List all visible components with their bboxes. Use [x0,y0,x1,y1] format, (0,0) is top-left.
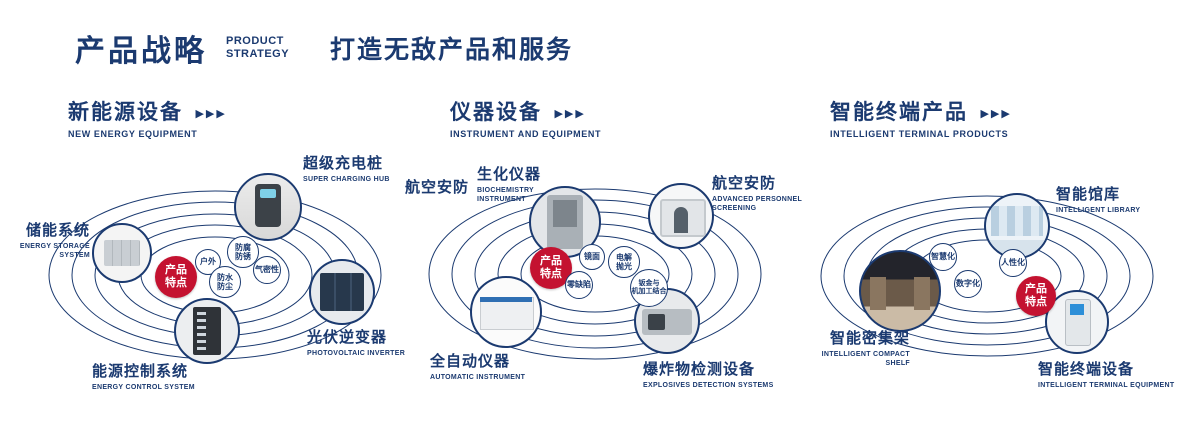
triple-arrow-icon: ▶▶▶ [554,108,586,120]
section-instruments-header: 仪器设备 ▶▶▶ INSTRUMENT AND EQUIPMENT [450,96,601,139]
product-image-energy-storage-system [92,223,152,283]
feature-bubble-electropolishing: 电解 抛光 [608,246,640,278]
product-label-biochemistry-instrument: 生化仪器 BIOCHEMISTRY INSTRUMENT [477,166,542,204]
section-intelligent-title: 智能终端产品 [830,101,968,124]
feature-bubble-mirror-finish: 镜面 [579,244,605,270]
feature-bubble-waterproof-dustproof: 防水 防尘 [209,266,241,298]
product-label-energy-storage-system: 储能系统 ENERGY STORAGE SYSTEM [19,222,90,260]
section-new-energy-title: 新能源设备 [68,101,183,124]
side-label-aviation-security: 航空安防 [405,179,470,196]
page-title-english: PRODUCT STRATEGY [226,35,289,60]
product-image-photovoltaic-inverter [309,259,375,325]
product-label-explosives-detection: 爆炸物检测设备 EXPLOSIVES DETECTION SYSTEMS [643,361,774,389]
triple-arrow-icon: ▶▶▶ [980,108,1012,120]
product-label-automatic-instrument: 全自动仪器 AUTOMATIC INSTRUMENT [430,353,526,381]
product-image-intelligent-compact-shelf [859,250,941,332]
feature-bubble-air-tightness: 气密性 [253,256,281,284]
product-image-intelligent-terminal-equipment [1045,290,1109,354]
product-label-energy-control-system: 能源控制系统 ENERGY CONTROL SYSTEM [92,363,195,391]
feature-badge-intelligent: 产品 特点 [1016,276,1056,316]
product-image-advanced-personnel-screening [648,183,714,249]
feature-bubble-smart: 智慧化 [929,243,957,271]
product-label-intelligent-library: 智能馆库 INTELLIGENT LIBRARY [1056,186,1141,214]
product-label-intelligent-terminal-equipment: 智能终端设备 INTELLIGENT TERMINAL EQUIPMENT [1038,361,1175,389]
product-image-automatic-instrument [470,276,542,348]
product-image-energy-control-system [174,298,240,364]
page-title-english-line1: PRODUCT [226,35,284,47]
product-image-biochemistry-instrument [529,186,601,258]
product-label-advanced-personnel-screening: 航空安防 ADVANCED PERSONNEL SCREENING [712,175,802,213]
feature-bubble-zero-defects: 零缺陷 [565,271,593,299]
product-label-intelligent-compact-shelf: 智能密集架 INTELLIGENT COMPACT SHELF [821,330,910,368]
page-title-english-line2: STRATEGY [226,47,290,60]
section-new-energy-subtitle: NEW ENERGY EQUIPMENT [68,129,198,139]
tagline: 打造无敌产品和服务 [330,36,574,64]
page-title: 产品战略 [75,35,207,68]
feature-bubble-sheet-metal-machining: 钣金与 机加工结合 [630,269,668,307]
product-label-photovoltaic-inverter: 光伏逆变器 PHOTOVOLTAIC INVERTER [307,329,406,357]
section-intelligent-header: 智能终端产品 ▶▶▶ INTELLIGENT TERMINAL PRODUCTS [830,96,1012,139]
feature-bubble-anti-corrosion: 防腐 防锈 [227,236,259,268]
feature-badge-new-energy: 产品 特点 [155,256,197,298]
feature-bubble-digital: 数字化 [954,270,982,298]
section-new-energy-header: 新能源设备 ▶▶▶ NEW ENERGY EQUIPMENT [68,96,227,139]
triple-arrow-icon: ▶▶▶ [195,108,227,120]
section-instruments-title: 仪器设备 [450,101,542,124]
section-instruments-subtitle: INSTRUMENT AND EQUIPMENT [450,129,602,139]
feature-bubble-humanized: 人性化 [999,249,1027,277]
product-label-super-charging-hub: 超级充电桩 SUPER CHARGING HUB [303,155,390,183]
product-image-super-charging-hub [234,173,302,241]
section-intelligent-subtitle: INTELLIGENT TERMINAL PRODUCTS [830,129,1009,139]
